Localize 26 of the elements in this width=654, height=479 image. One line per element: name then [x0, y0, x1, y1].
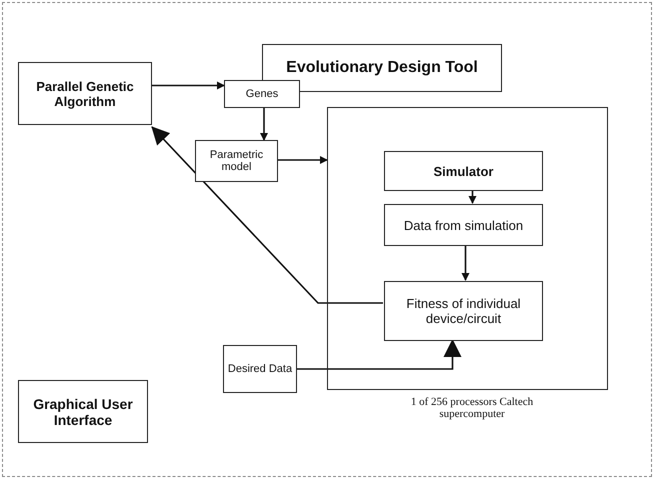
process-box	[224, 80, 300, 108]
box-label: Parametric model	[208, 149, 264, 173]
box-label: Genes	[246, 88, 278, 100]
arrow	[468, 190, 476, 204]
arrow	[278, 156, 328, 164]
process-box	[195, 140, 278, 182]
box-label: Fitness of individual device/circuit	[405, 296, 522, 326]
arrow	[151, 126, 383, 304]
arrow	[297, 339, 462, 370]
process-box	[18, 62, 152, 125]
container-box	[327, 107, 608, 390]
box-label: Desired Data	[228, 363, 292, 375]
box-label: Evolutionary Design Tool	[286, 59, 478, 77]
box-label: Simulator	[434, 164, 494, 178]
box-label: Data from simulation	[404, 218, 524, 232]
arrow	[260, 108, 268, 141]
arrow	[462, 245, 470, 281]
data-box	[223, 345, 297, 393]
process-box	[384, 204, 543, 246]
node-caption: 1 of 256 processors Caltech supercomputer	[410, 396, 534, 420]
box-label: Graphical User Interface	[32, 396, 134, 428]
process-box	[18, 380, 148, 443]
process-box	[384, 151, 543, 191]
arrow	[152, 82, 225, 90]
box-label: Parallel Genetic Algorithm	[35, 78, 135, 108]
process-box	[384, 281, 543, 341]
